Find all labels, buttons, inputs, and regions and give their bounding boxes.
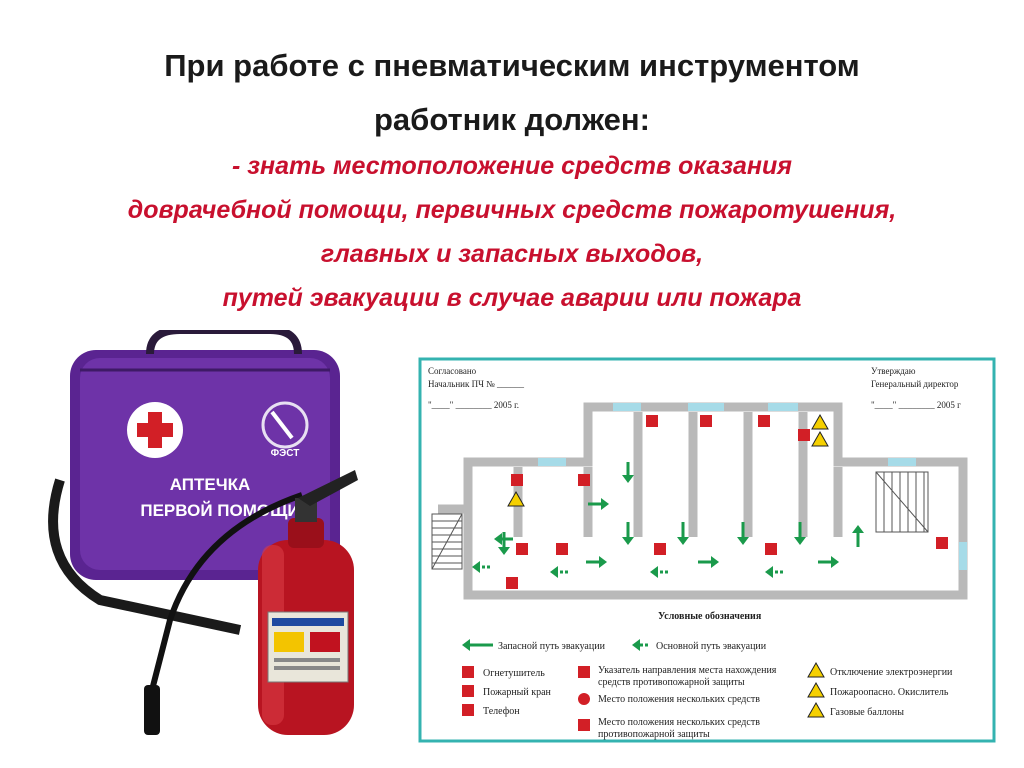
legend-title: Условные обозначения [658,611,762,622]
plan-date-right: "____" ________ 2005 г [871,400,961,410]
requirement-line-3: главных и запасных выходов, [320,240,704,268]
plan-date-left: "____" ________ 2005 г. [428,400,519,410]
plan-director: Генеральный директор [871,379,959,389]
evacuation-plan: Согласовано Начальник ПЧ № ______ "____"… [418,357,996,743]
fest-logo: ФЭСТ [261,401,309,459]
plan-fire-chief: Начальник ПЧ № ______ [428,379,525,389]
fire-extinguisher [258,470,358,735]
svg-text:ФЭСТ: ФЭСТ [271,448,300,459]
legend-red-icons [462,666,590,731]
first-aid-kit-illustration: ФЭСТ АПТЕЧКА ПЕРВОЙ ПОМОЩИ [48,330,358,735]
requirement-line-1: - знать местоположение средств оказания [232,152,792,180]
legend-direction-1: Указатель направления места нахождения [598,665,777,676]
floor-plan [438,402,968,600]
slide-title-line-1: При работе с пневматическим инструментом [164,48,860,83]
legend-location-several-2: Место положения нескольких средств [598,717,760,728]
plan-warning-signs [507,413,829,507]
stairs [431,471,929,570]
kit-label-line-1: АПТЕЧКА [170,475,251,494]
evacuation-arrows [472,462,864,578]
legend-main-route: Основной путь эвакуации [656,641,767,652]
legend-extinguisher: Огнетушитель [483,668,545,679]
legend-direction-2: средств противопожарной защиты [598,677,745,688]
legend-fire-hydrant: Пожарный кран [483,687,552,698]
legend-oxidizer: Пожароопасно. Окислитель [830,687,949,698]
plan-approve: Утверждаю [871,366,916,376]
legend-phone: Телефон [483,706,520,717]
legend-location-several: Место положения нескольких средств [598,694,760,705]
plan-agreed: Согласовано [428,366,477,376]
legend-warning-icons [807,661,825,718]
legend-power-off: Отключение электроэнергии [830,667,953,678]
requirement-line-4: путей эвакуации в случае аварии или пожа… [222,284,802,312]
legend-spare-route: Запасной путь эвакуации [498,641,606,652]
windows [538,403,967,570]
slide-title-line-2: работник должен: [374,102,650,137]
legend-location-several-2b: противопожарной защиты [598,729,710,740]
legend-gas: Газовые баллоны [830,707,904,718]
requirement-line-2: доврачебной помощи, первичных средств по… [127,196,897,224]
plan-safety-signs [506,415,948,589]
legend-route-arrows [462,639,650,651]
